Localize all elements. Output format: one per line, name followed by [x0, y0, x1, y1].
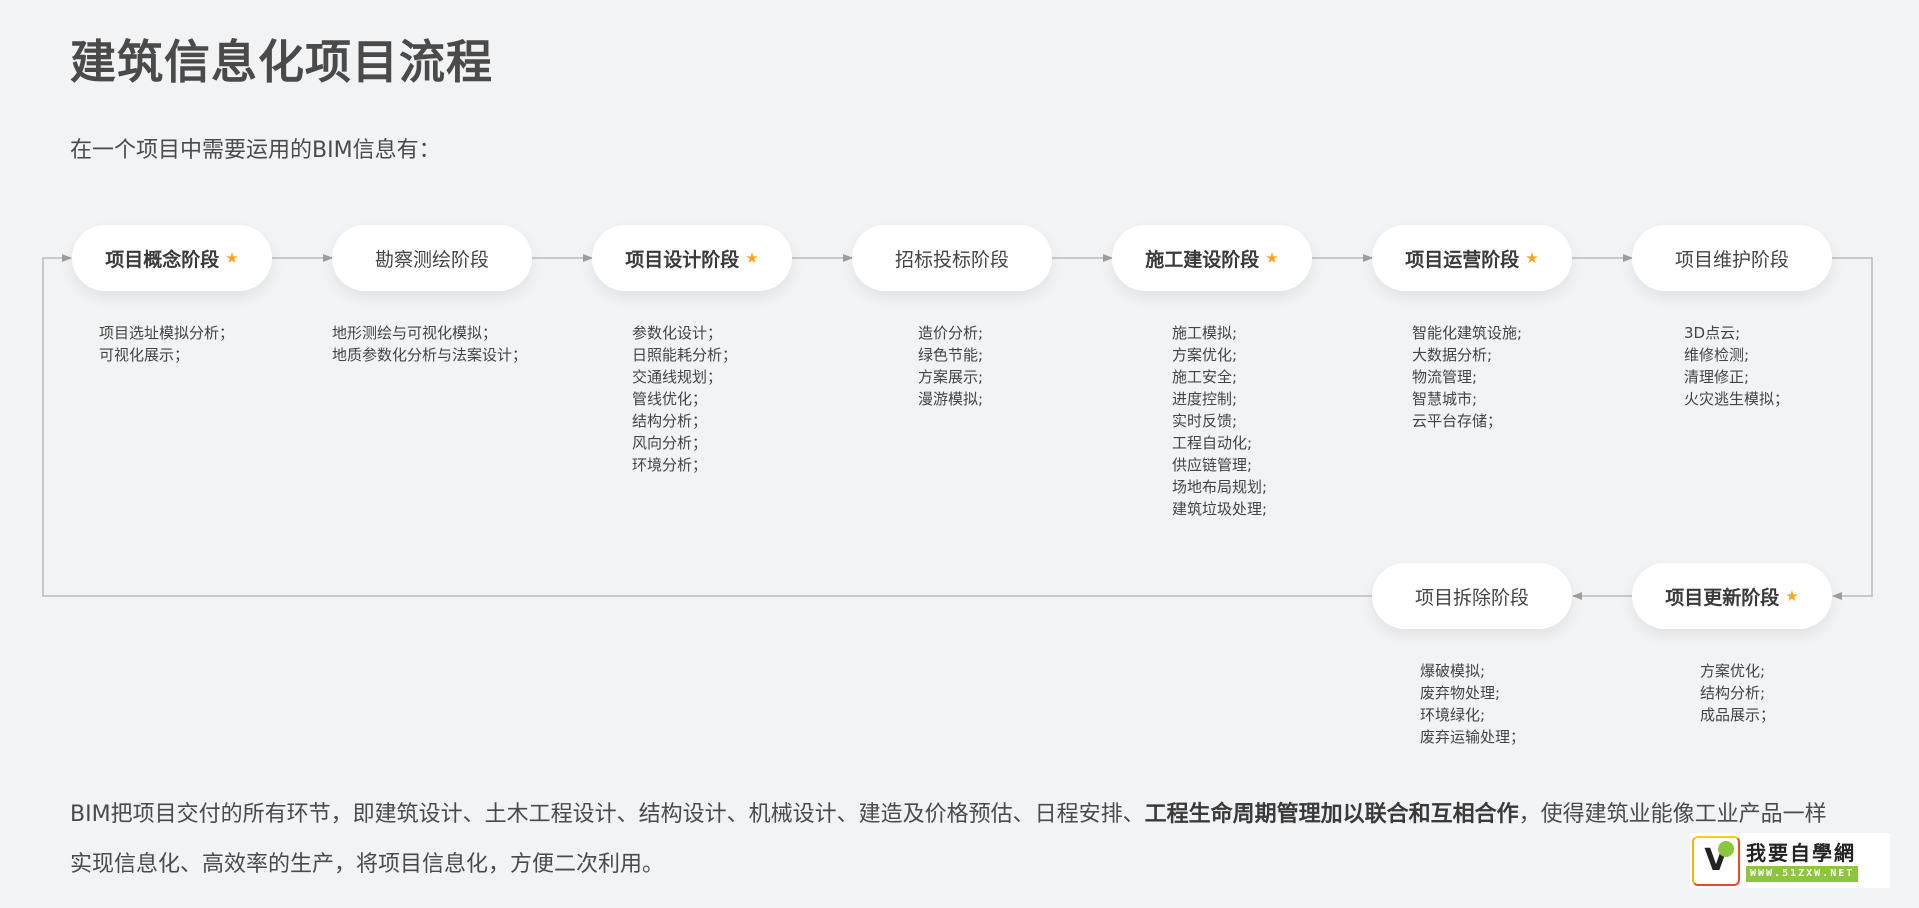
- watermark-logo: V 我要自學網 WWW.51ZXW.NET: [1690, 833, 1890, 888]
- stage-label: 项目设计阶段: [625, 248, 740, 271]
- list-item: 参数化设计；: [632, 324, 723, 342]
- list-item: 智慧城市;: [1412, 390, 1478, 408]
- list-item: 地质参数化分析与法案设计；: [332, 346, 528, 364]
- stage-label: 项目维护阶段: [1674, 248, 1789, 271]
- star-icon: ★: [745, 249, 759, 267]
- list-item: 3D点云;: [1684, 324, 1741, 342]
- list-item: 智能化建筑设施;: [1412, 324, 1523, 342]
- page-title: 建筑信息化项目流程: [70, 35, 493, 89]
- stage-label: 项目运营阶段: [1405, 248, 1520, 271]
- arrow-7-8: [1832, 257, 1873, 600]
- list-item: 风向分析；: [632, 434, 708, 452]
- stage-label: 施工建设阶段: [1145, 248, 1260, 271]
- logo-icon: V: [1692, 835, 1740, 886]
- logo-url: WWW.51ZXW.NET: [1746, 865, 1859, 882]
- list-item: 漫游模拟;: [918, 390, 984, 408]
- stage-concept-items: 项目选址模拟分析； 可视化展示；: [99, 322, 234, 366]
- list-item: 实时反馈;: [1172, 412, 1238, 430]
- list-item: 管线优化；: [632, 390, 708, 408]
- stage-survey: 勘察测绘阶段: [332, 225, 532, 291]
- list-item: 地形测绘与可视化模拟；: [332, 324, 498, 342]
- logo-name: 我要自學網: [1746, 840, 1856, 865]
- stage-demolition-items: 爆破模拟; 废弃物处理; 环境绿化; 废弃运输处理；: [1420, 660, 1525, 748]
- list-item: 进度控制;: [1172, 390, 1238, 408]
- stage-survey-items: 地形测绘与可视化模拟； 地质参数化分析与法案设计；: [332, 322, 527, 366]
- summary-paragraph: BIM把项目交付的所有环节，即建筑设计、土木工程设计、结构设计、机械设计、建造及…: [70, 790, 1830, 890]
- stage-renewal: 项目更新阶段 ★: [1632, 563, 1832, 629]
- summary-text-start: BIM把项目交付的所有环节，即建筑设计、土木工程设计、结构设计、机械设计、建造及…: [70, 802, 1145, 827]
- leaf-icon: [1718, 840, 1734, 857]
- stage-label: 招标投标阶段: [894, 248, 1009, 271]
- list-item: 可视化展示；: [99, 346, 190, 364]
- list-item: 施工模拟;: [1172, 324, 1238, 342]
- stage-concept: 项目概念阶段 ★: [72, 225, 272, 291]
- stage-construction: 施工建设阶段 ★: [1112, 225, 1312, 291]
- list-item: 场地布局规划;: [1172, 478, 1268, 496]
- stage-design-items: 参数化设计； 日照能耗分析； 交通线规划； 管线优化； 结构分析； 风向分析； …: [632, 322, 737, 476]
- stage-renewal-items: 方案优化; 结构分析; 成品展示；: [1700, 660, 1775, 726]
- stage-label: 项目更新阶段: [1665, 586, 1780, 609]
- stage-label: 勘察测绘阶段: [374, 248, 489, 271]
- logo-text: 我要自學網 WWW.51ZXW.NET: [1746, 840, 1859, 882]
- stage-construction-items: 施工模拟; 方案优化; 施工安全; 进度控制; 实时反馈; 工程自动化; 供应链…: [1172, 322, 1267, 520]
- stage-label: 项目概念阶段: [105, 248, 220, 271]
- list-item: 施工安全;: [1172, 368, 1238, 386]
- list-item: 成品展示；: [1700, 706, 1776, 724]
- stage-demolition: 项目拆除阶段: [1372, 563, 1572, 629]
- list-item: 造价分析;: [918, 324, 984, 342]
- page-subtitle: 在一个项目中需要运用的BIM信息有：: [70, 138, 441, 163]
- list-item: 大数据分析;: [1412, 346, 1493, 364]
- list-item: 环境分析；: [632, 456, 708, 474]
- stage-bidding: 招标投标阶段: [852, 225, 1052, 291]
- list-item: 交通线规划；: [632, 368, 723, 386]
- stage-maintenance-items: 3D点云; 维修检测; 清理修正; 火灾逃生模拟；: [1684, 322, 1789, 410]
- stage-label: 项目拆除阶段: [1414, 586, 1529, 609]
- stage-bidding-items: 造价分析; 绿色节能; 方案展示; 漫游模拟;: [918, 322, 983, 410]
- list-item: 绿色节能;: [918, 346, 984, 364]
- stage-design: 项目设计阶段 ★: [592, 225, 792, 291]
- list-item: 云平台存储；: [1412, 412, 1503, 430]
- list-item: 方案展示;: [918, 368, 984, 386]
- stage-operation-items: 智能化建筑设施; 大数据分析; 物流管理; 智慧城市; 云平台存储；: [1412, 322, 1522, 432]
- arrow-9-1: [42, 254, 1372, 597]
- list-item: 结构分析；: [632, 412, 708, 430]
- list-item: 方案优化;: [1172, 346, 1238, 364]
- list-item: 方案优化;: [1700, 662, 1766, 680]
- star-icon: ★: [225, 249, 239, 267]
- list-item: 废弃物处理;: [1420, 684, 1501, 702]
- list-item: 供应链管理;: [1172, 456, 1253, 474]
- list-item: 清理修正;: [1684, 368, 1750, 386]
- summary-text-end: ，使得建筑业能像工业产品一样实现信息化、高效率的生产，将项目信息化，方便二次利用…: [70, 802, 1827, 877]
- star-icon: ★: [1525, 249, 1539, 267]
- stage-maintenance: 项目维护阶段: [1632, 225, 1832, 291]
- list-item: 项目选址模拟分析；: [99, 324, 235, 342]
- list-item: 爆破模拟;: [1420, 662, 1486, 680]
- list-item: 环境绿化;: [1420, 706, 1486, 724]
- list-item: 建筑垃圾处理;: [1172, 500, 1268, 518]
- list-item: 工程自动化;: [1172, 434, 1253, 452]
- list-item: 火灾逃生模拟；: [1684, 390, 1790, 408]
- list-item: 物流管理;: [1412, 368, 1478, 386]
- list-item: 结构分析;: [1700, 684, 1766, 702]
- list-item: 维修检测;: [1684, 346, 1750, 364]
- star-icon: ★: [1265, 249, 1279, 267]
- star-icon: ★: [1785, 587, 1799, 605]
- list-item: 日照能耗分析；: [632, 346, 738, 364]
- list-item: 废弃运输处理；: [1420, 728, 1526, 746]
- summary-emphasis: 工程生命周期管理加以联合和互相合作: [1144, 802, 1519, 827]
- stage-operation: 项目运营阶段 ★: [1372, 225, 1572, 291]
